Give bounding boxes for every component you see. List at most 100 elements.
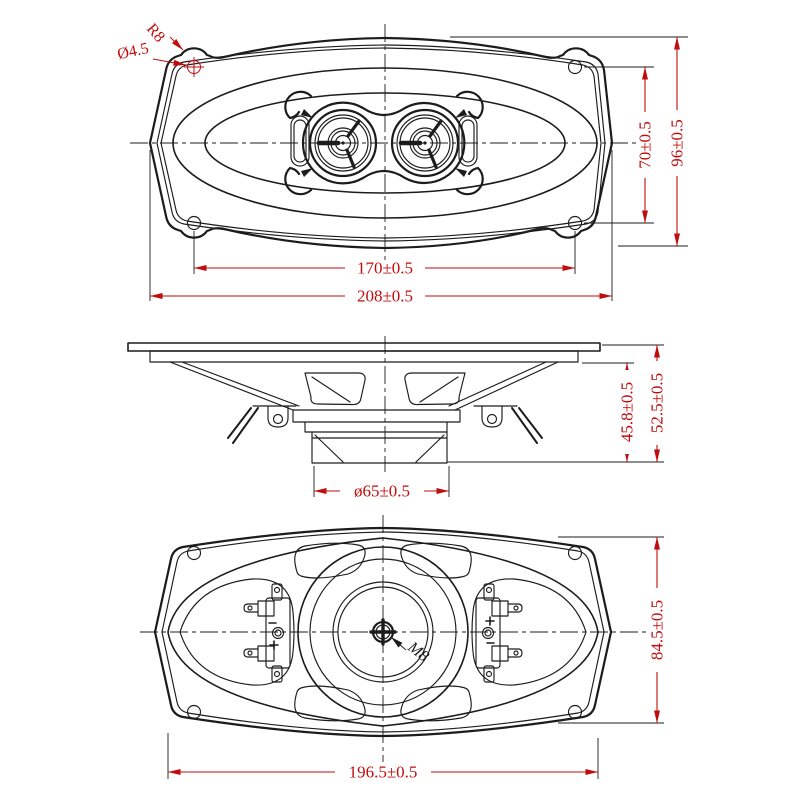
terminal-strip xyxy=(265,597,291,669)
dim-text-bg xyxy=(335,764,431,780)
label-m8: M8 xyxy=(404,638,432,665)
dim-label-845: 84.5±0.5 xyxy=(648,600,667,660)
rear-outer-frame xyxy=(153,526,613,738)
lug-box-bottom xyxy=(257,645,275,662)
pin-hole xyxy=(273,670,281,678)
tweeter-spokes xyxy=(427,119,443,169)
terminal-screw-inner xyxy=(274,629,282,637)
dim-label-525: 52.5±0.5 xyxy=(648,373,667,433)
callout-corner-radius: R8 xyxy=(143,20,184,51)
bracket-crescent-top xyxy=(455,90,484,120)
lug-hole xyxy=(247,605,253,611)
dim-label-70: 70±0.5 xyxy=(636,121,655,169)
front-mount-holes xyxy=(184,57,583,231)
mount-hole xyxy=(567,704,583,720)
side-terminal-left xyxy=(227,405,297,444)
terminal-bracket xyxy=(252,405,297,428)
lug-box-top xyxy=(257,600,275,617)
bracket-slot xyxy=(458,115,478,167)
front-centerlines xyxy=(130,24,650,262)
dim-label-65: ø65±0.5 xyxy=(354,482,410,501)
mount-hole xyxy=(567,545,583,561)
terminal-screw xyxy=(271,626,285,640)
side-view: ø65±0.5 45.8±0.5 52.5±0.5 xyxy=(127,336,667,501)
pin-hole xyxy=(273,586,281,594)
dim-overall-height: 96±0.5 xyxy=(668,37,687,246)
lug-spade-top xyxy=(243,603,259,613)
rear-terminal-left xyxy=(243,583,291,683)
bracket-slot-inner xyxy=(461,119,475,163)
bracket-slot-inner xyxy=(293,119,307,163)
lug-spade-bottom xyxy=(243,648,259,658)
tweeter-bracket-right xyxy=(455,90,484,196)
front-view: 70±0.5 96±0.5 170±0.5 208±0.5 R8 xyxy=(116,20,688,306)
dim-hole-spacing-horizontal: 170±0.5 xyxy=(194,259,575,278)
mount-hole-cross xyxy=(184,57,204,77)
dim-label-170: 170±0.5 xyxy=(357,259,413,278)
window-brace-right xyxy=(419,376,459,403)
callout-center-thread: M8 xyxy=(390,636,432,665)
bracket-slot xyxy=(290,115,310,167)
side-extension-lines xyxy=(313,344,664,497)
dim-overall-width: 208±0.5 xyxy=(150,287,612,306)
mount-hole xyxy=(186,704,202,720)
window-brace-left xyxy=(311,376,351,403)
callout-hole-diameter: Ø4.5 xyxy=(116,40,187,66)
polarity-plus xyxy=(485,616,495,626)
terminal-screw xyxy=(486,413,498,425)
dim-label-96: 96±0.5 xyxy=(668,119,687,167)
rear-extension-lines xyxy=(167,536,664,779)
dim-magnet-diameter: ø65±0.5 xyxy=(314,482,449,501)
lug-hole xyxy=(247,650,253,656)
front-inner-frame-2 xyxy=(160,47,602,239)
mount-hole xyxy=(567,215,583,231)
vent-cutout xyxy=(294,542,366,579)
dim-text-bg xyxy=(649,588,665,672)
frame-ring xyxy=(292,409,461,423)
terminal-pin-top xyxy=(271,583,283,601)
terminal-bracket xyxy=(473,405,518,428)
polarity-plus xyxy=(269,640,279,650)
side-terminal-right xyxy=(473,405,543,444)
mount-hole xyxy=(567,59,583,75)
magnet-step xyxy=(304,421,448,433)
dim-rear-height: 84.5±0.5 xyxy=(648,537,667,723)
basket-walls xyxy=(169,361,559,411)
dim-overall-depth: 52.5±0.5 xyxy=(648,345,667,462)
tweeter-spokes xyxy=(345,119,361,169)
rear-view: M8 84.5±0.5 196.5±0.5 xyxy=(140,515,667,782)
dim-hole-spacing-vertical: 70±0.5 xyxy=(636,67,655,223)
flange-plate xyxy=(127,342,601,352)
bracket-crescent-top xyxy=(284,90,313,120)
dim-label-1965: 196.5±0.5 xyxy=(349,763,418,782)
dim-text-bg xyxy=(637,112,653,178)
bracket-crescent-bottom xyxy=(284,166,313,196)
rear-terminal-right xyxy=(475,583,523,683)
bracket-crescent-bottom xyxy=(455,166,484,196)
tweeter-bracket-left xyxy=(284,90,313,196)
terminal-legs xyxy=(511,407,543,444)
terminal-pin-bottom xyxy=(271,665,283,683)
dim-text-bg xyxy=(340,483,424,499)
dim-text-bg xyxy=(649,361,665,445)
dim-text-bg xyxy=(619,370,635,454)
terminal-legs xyxy=(227,407,259,444)
dim-text-bg xyxy=(345,288,425,304)
dim-rear-width: 196.5±0.5 xyxy=(168,763,598,782)
basket-window-left xyxy=(304,372,366,406)
terminal-screw xyxy=(272,413,284,425)
rear-centerlines xyxy=(140,515,648,762)
rear-mount-holes xyxy=(186,545,583,720)
mount-hole xyxy=(186,215,202,231)
dim-text-bg xyxy=(345,260,425,276)
dim-label-458: 45.8±0.5 xyxy=(618,382,637,442)
dim-depth-below-flange: 45.8±0.5 xyxy=(618,363,637,462)
basket-window-right xyxy=(404,372,466,406)
front-extension-lines xyxy=(149,36,688,301)
dim-label-208: 208±0.5 xyxy=(357,287,413,306)
label-dia45: Ø4.5 xyxy=(116,40,150,63)
gasket xyxy=(149,350,579,363)
dim-text-bg xyxy=(669,110,685,176)
